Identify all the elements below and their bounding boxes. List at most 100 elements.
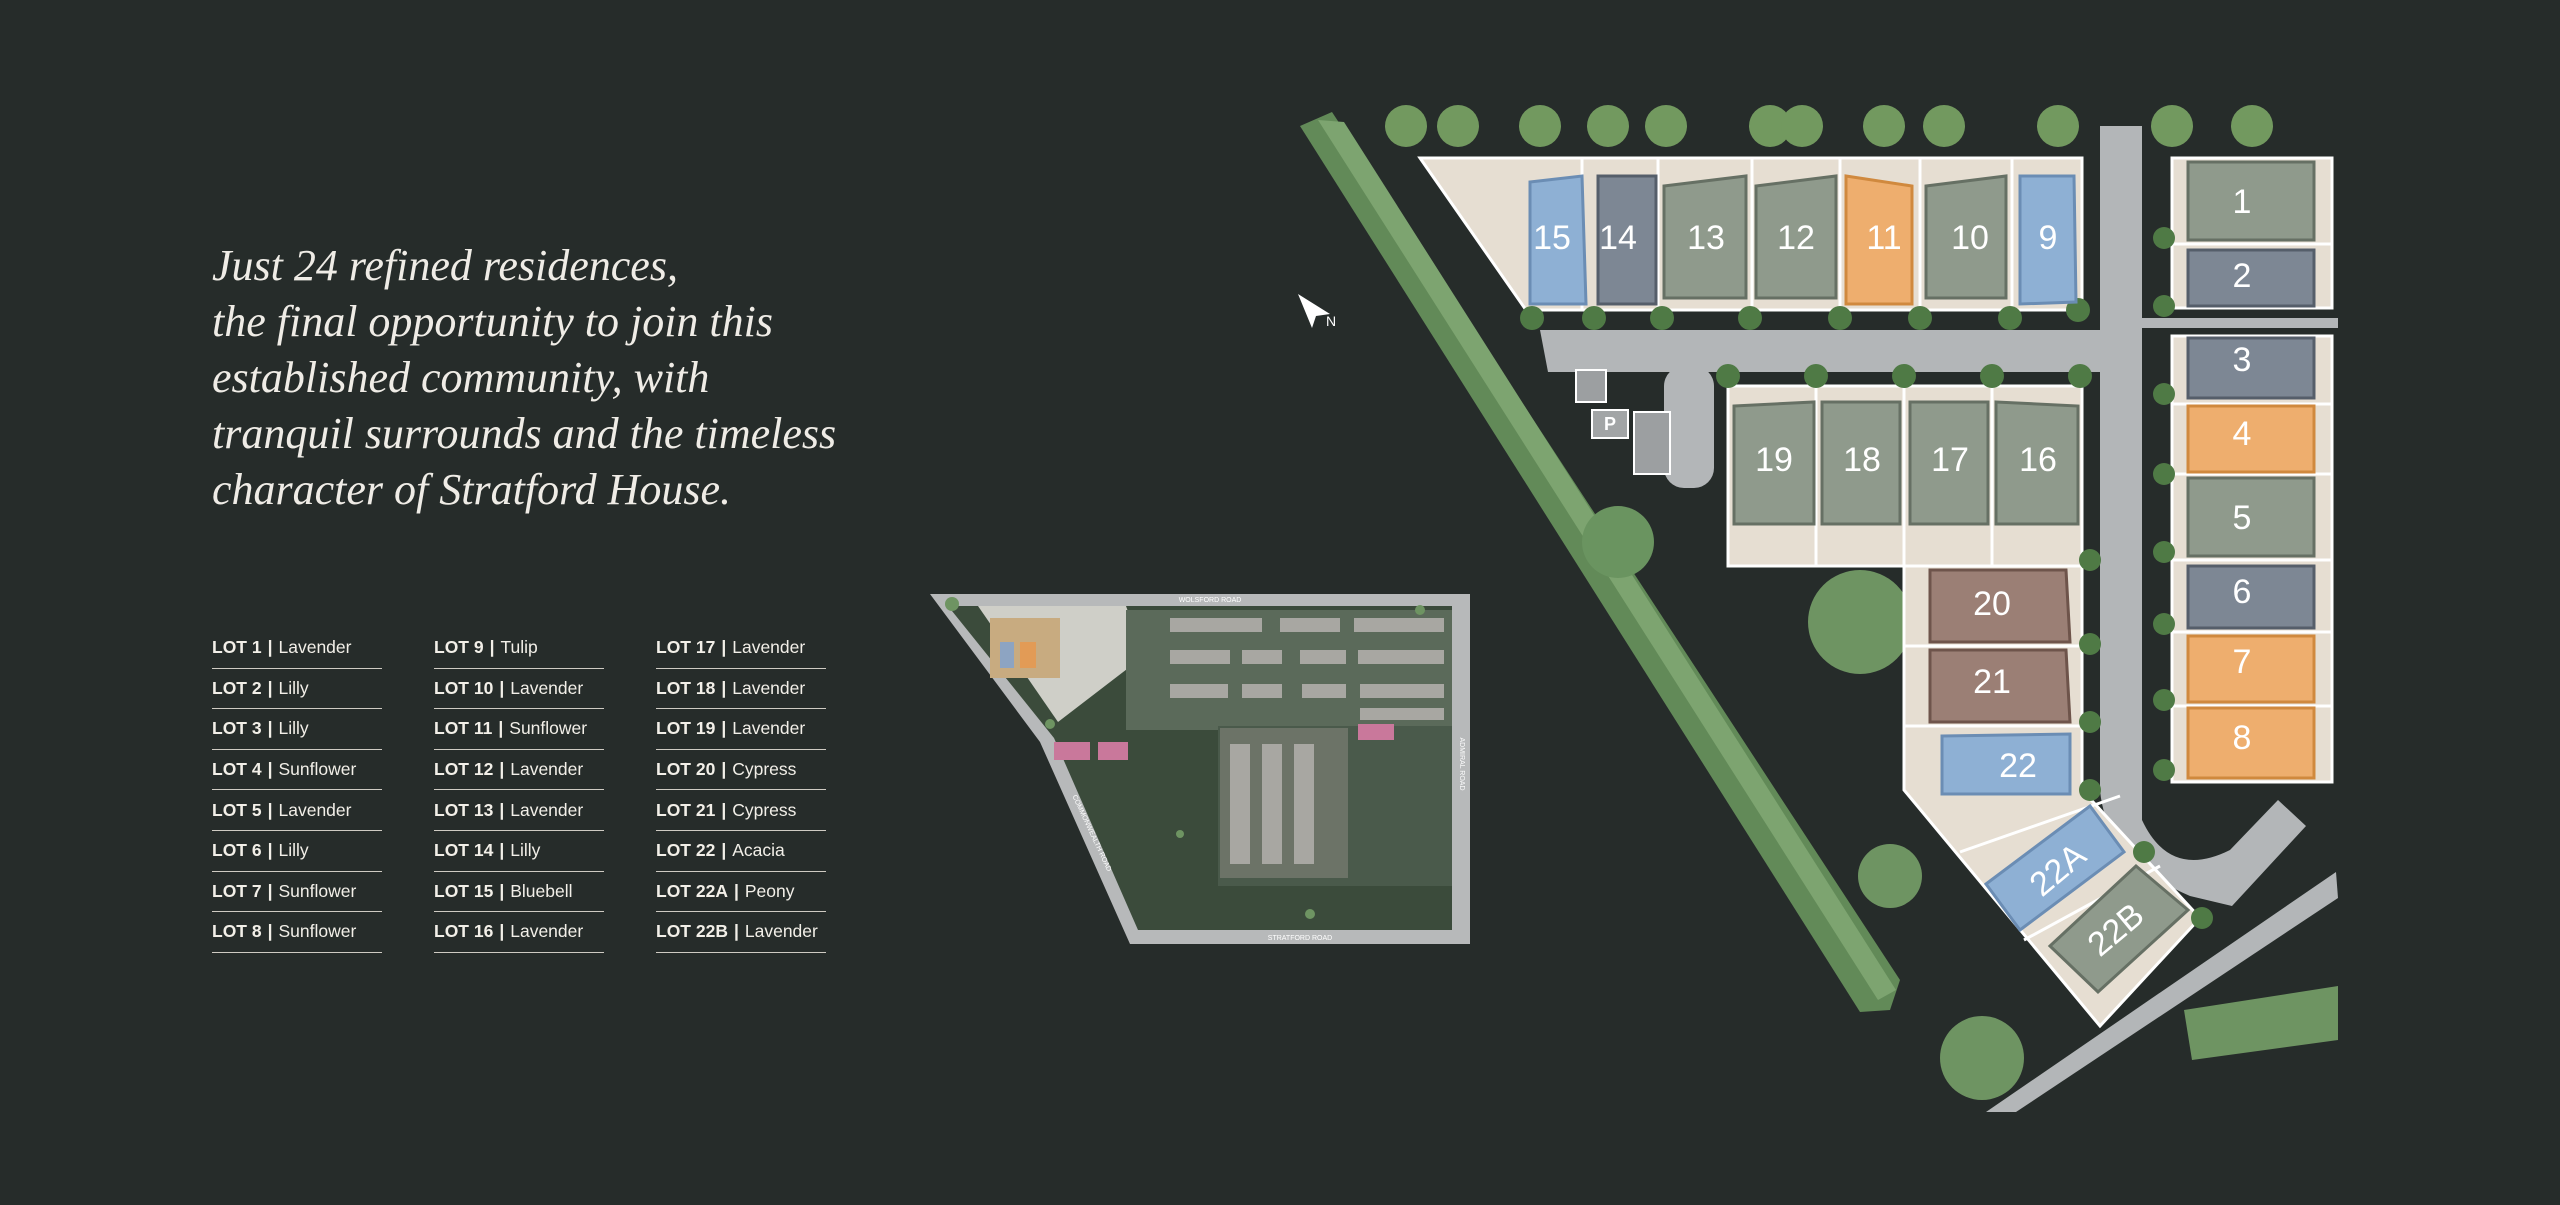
lot-separator: | [267,921,273,942]
lot-type: Lavender [732,637,806,658]
legend-row: LOT 18|Lavender [656,669,826,710]
lot-number: LOT 20 [656,759,716,780]
lot-number: LOT 13 [434,799,494,820]
lot-separator: | [499,759,505,780]
plot-5 [2186,476,2316,558]
legend-row: LOT 19|Lavender [656,709,826,750]
lot-type: Sunflower [278,921,357,942]
overview-map: WOLSFORD ROAD STRATFORD ROAD ADMIRAL ROA… [930,594,1470,944]
legend-row: LOT 20|Cypress [656,750,826,791]
lot-type: Tulip [500,637,538,658]
plot-label-11: 11 [1866,219,1901,257]
legend-row: LOT 11|Sunflower [434,709,604,750]
intro-line: established community, with [212,353,710,402]
overview-road-label-south: STRATFORD ROAD [1268,935,1332,942]
lot-number: LOT 15 [434,880,494,901]
plot-label-4: 4 [2233,415,2252,453]
lot-number: LOT 10 [434,677,494,698]
plot-label-7: 7 [2233,643,2252,681]
lot-separator: | [267,718,273,739]
lot-number: LOT 8 [212,921,262,942]
legend-row: LOT 9|Tulip [434,628,604,669]
lot-type: Cypress [732,799,797,820]
lot-type: Lavender [278,799,352,820]
lot-type: Sunflower [278,880,357,901]
lot-number: LOT 22A [656,880,728,901]
lot-number: LOT 7 [212,880,262,901]
overview-road-label-north: WOLSFORD ROAD [1179,597,1242,604]
lot-separator: | [721,718,727,739]
overview-trees [945,597,1425,919]
lot-separator: | [721,840,727,861]
plot-label-17: 17 [1931,441,1969,479]
roads [1540,126,2338,1112]
legend-row: LOT 10|Lavender [434,669,604,710]
plot-label-22: 22 [1999,747,2037,785]
plot-14 [1596,174,1658,306]
houses [1528,160,2316,995]
lot-number: LOT 19 [656,718,716,739]
legend-row: LOT 6|Lilly [212,831,382,872]
lot-separator: | [267,840,273,861]
plot-label-21: 21 [1973,663,2011,701]
lot-separator: | [267,637,273,658]
plot-label-5: 5 [2233,499,2252,537]
plot-label-8: 8 [2233,719,2252,757]
street-trees [1520,227,2213,929]
legend-row: LOT 14|Lilly [434,831,604,872]
lot-separator: | [733,880,739,901]
lot-type: Lilly [278,840,309,861]
lot-type: Lavender [510,799,584,820]
lot-type: Lavender [744,921,818,942]
plot-17 [1908,400,1990,526]
legend-row: LOT 8|Sunflower [212,912,382,953]
plot-19 [1732,400,1816,526]
plot-label-13: 13 [1687,219,1725,257]
lot-number: LOT 12 [434,759,494,780]
lot-type: Lavender [278,637,352,658]
intro-text: Just 24 refined residences, the final op… [212,238,912,518]
lot-type: Peony [744,880,795,901]
plot-label-1: 1 [2233,183,2252,221]
lot-separator: | [499,799,505,820]
plot-10 [1924,174,2008,300]
lot-separator: | [267,677,273,698]
lot-number: LOT 17 [656,637,716,658]
overview-highlight-lots [990,618,1394,760]
plot-9 [2018,174,2078,306]
lot-type: Bluebell [510,880,573,901]
plot-label-16: 16 [2019,441,2057,479]
plot-4 [2186,404,2316,474]
plot-20 [1928,568,2072,644]
lot-type: Sunflower [509,718,588,739]
plot-22a [1983,803,2127,933]
plot-label-18: 18 [1843,441,1881,479]
overview-houses [1170,618,1444,864]
plot-1 [2186,160,2316,242]
parking-label: P [1604,414,1616,434]
legend-row: LOT 17|Lavender [656,628,826,669]
lot-type: Lilly [510,840,541,861]
intro-line: Just 24 refined residences, [212,241,678,290]
legend-row: LOT 15|Bluebell [434,872,604,913]
lot-type: Lavender [510,759,584,780]
lot-separator: | [498,718,504,739]
plot-21 [1928,648,2072,724]
lot-number: LOT 1 [212,637,262,658]
legend-row: LOT 2|Lilly [212,669,382,710]
lot-number: LOT 3 [212,718,262,739]
lot-type: Lavender [510,921,584,942]
plot-label-14: 14 [1599,219,1637,257]
legend-row: LOT 22B|Lavender [656,912,826,953]
lot-number: LOT 22B [656,921,728,942]
lot-number: LOT 16 [434,921,494,942]
lot-separator: | [489,637,495,658]
tree-row [1385,105,2273,147]
north-label: N [1326,313,1336,329]
lot-type: Lilly [278,677,309,698]
plot-label-3: 3 [2233,341,2252,379]
